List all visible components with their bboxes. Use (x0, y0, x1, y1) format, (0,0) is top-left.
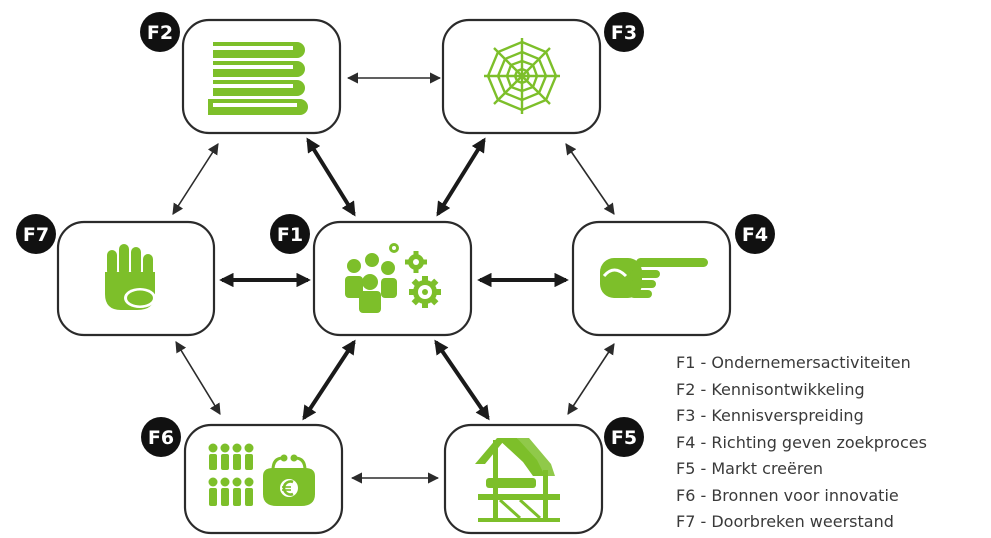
node-f4: F4 (571, 214, 775, 337)
arrow-f2-f1 (306, 137, 356, 217)
legend-item-f7: F7 - Doorbreken weerstand (676, 512, 894, 531)
badge-f2: F2 (147, 22, 173, 44)
badge-f3: F3 (611, 22, 637, 44)
badge-f7: F7 (23, 224, 49, 246)
node-f5: F5 (443, 417, 644, 535)
badge-f6: F6 (148, 427, 174, 449)
legend-item-f1: F1 - Ondernemersactiviteiten (676, 353, 911, 372)
people-gears-icon (345, 243, 441, 313)
node-f1: F1 (270, 214, 473, 337)
legend-item-f6: F6 - Bronnen voor innovatie (676, 485, 899, 505)
legend: F1 - Ondernemersactiviteiten F2 - Kennis… (676, 350, 986, 536)
arrow-f4-f5 (567, 343, 615, 415)
legend-item-f5: F5 - Markt creëren (676, 459, 824, 478)
node-f2: F2 (140, 12, 342, 135)
legend-item-f4: F4 - Richting geven zoekproces (676, 432, 927, 452)
people-and-purse-icon (208, 443, 315, 506)
badge-f1: F1 (277, 224, 303, 246)
badge-f4: F4 (742, 224, 768, 246)
arrow-f1-f5 (434, 339, 490, 421)
market-stall-icon (475, 438, 560, 522)
legend-item-f3: F3 - Kennisverspreiding (676, 406, 864, 425)
spiderweb-icon (484, 38, 560, 114)
raised-hand-icon (105, 244, 156, 310)
arrow-f7-f6 (175, 341, 221, 415)
legend-item-f2: F2 - Kennisontwikkeling (676, 379, 865, 399)
badge-f5: F5 (611, 427, 637, 449)
books-icon (208, 42, 308, 115)
arrow-f2-f7 (172, 143, 219, 215)
arrow-f3-f4 (565, 143, 615, 215)
node-f7: F7 (16, 214, 216, 337)
arrow-f1-f6 (302, 339, 356, 421)
node-f6: F6 (141, 417, 344, 535)
pointing-hand-icon (600, 258, 708, 298)
arrow-f3-f1 (436, 137, 486, 217)
node-f3: F3 (441, 12, 644, 135)
